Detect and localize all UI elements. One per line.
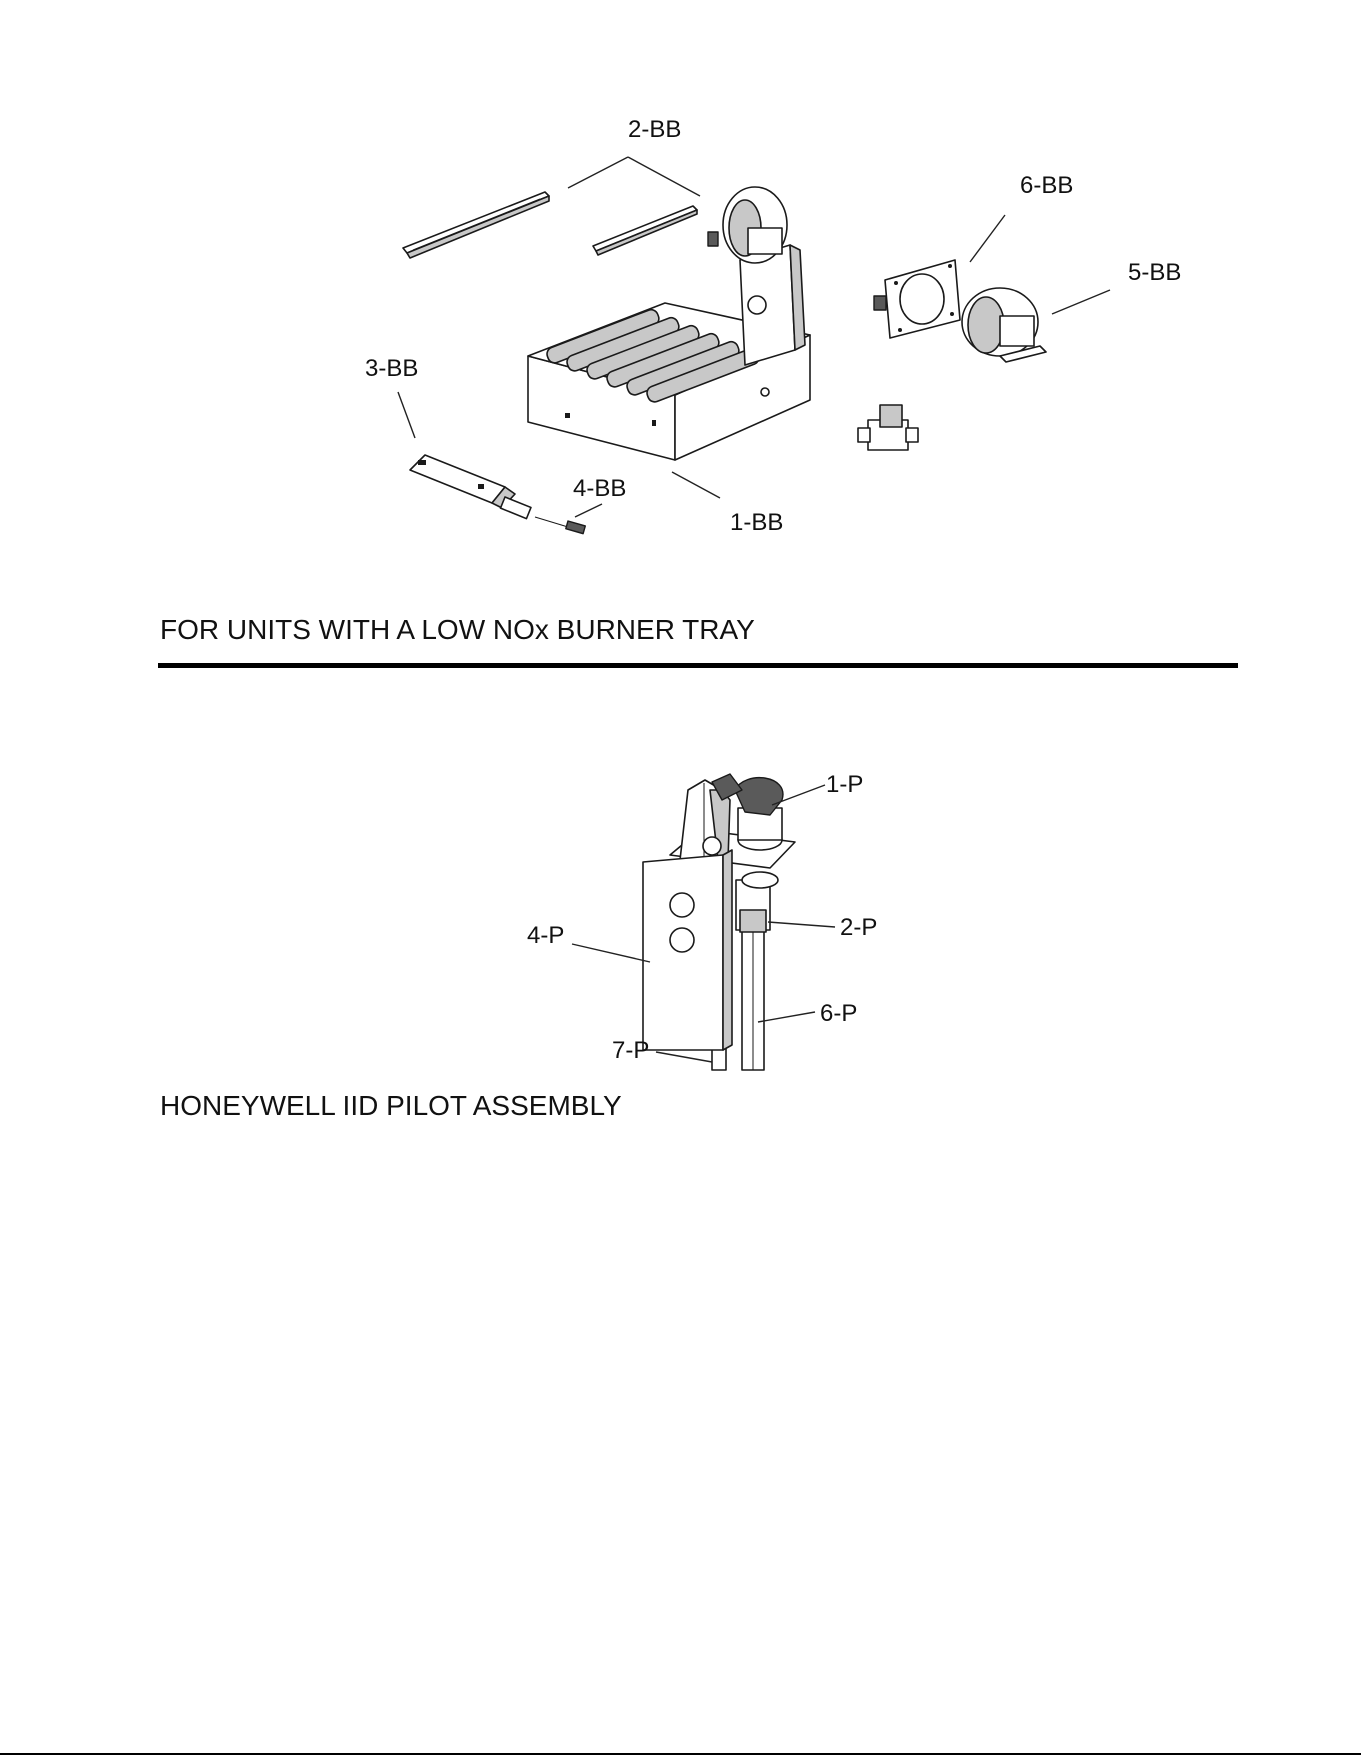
section-title-low-nox: FOR UNITS WITH A LOW NOx BURNER TRAY [160, 614, 755, 646]
page-bottom-rule [0, 1753, 1361, 1755]
part-2bb-rails [403, 192, 697, 258]
callout-1p: 1-P [826, 771, 863, 798]
section-divider [158, 663, 1238, 668]
callout-3bb: 3-BB [365, 355, 418, 382]
part-1bb-burner-tray [528, 187, 810, 460]
callout-6p: 6-P [820, 1000, 857, 1027]
part-5bb-inducer-blower [962, 288, 1046, 362]
pilot-assembly-diagram: 1-P 2-P 4-P 6-P 7-P [527, 771, 877, 1070]
section-title-iid-pilot: HONEYWELL IID PILOT ASSEMBLY [160, 1090, 622, 1122]
callout-4p: 4-P [527, 922, 564, 949]
callout-4bb: 4-BB [573, 475, 626, 502]
callout-5bb: 5-BB [1128, 259, 1181, 286]
part-4bb-orifice [535, 517, 585, 534]
gas-valve [858, 405, 918, 450]
part-3bb-pilot-tube [410, 455, 531, 519]
callout-2p: 2-P [840, 914, 877, 941]
callout-7p: 7-P [612, 1037, 649, 1064]
part-6bb-mount-plate [874, 260, 960, 338]
callout-6bb: 6-BB [1020, 172, 1073, 199]
callout-2bb: 2-BB [628, 116, 681, 143]
callout-1bb: 1-BB [730, 509, 783, 536]
burner-tray-diagram: 2-BB 6-BB 5-BB 3-BB 4-BB 1-BB [365, 116, 1181, 536]
